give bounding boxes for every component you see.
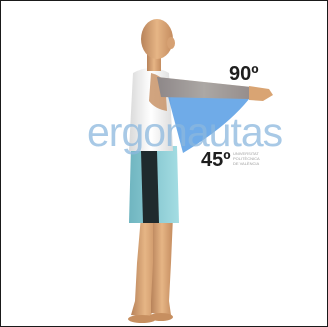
head [141,19,175,71]
lower-angle-label: 45º [201,150,231,170]
watermark-institution-line: DE VALÈNCIA [233,161,279,166]
upper-angle-label: 90º [229,64,259,84]
legs [128,216,173,323]
watermark-logo: ergonautas [87,112,282,153]
watermark-institution: UNIVERSITAT POLITÈCNICA DE VALÈNCIA [233,151,279,166]
shorts [129,146,179,223]
